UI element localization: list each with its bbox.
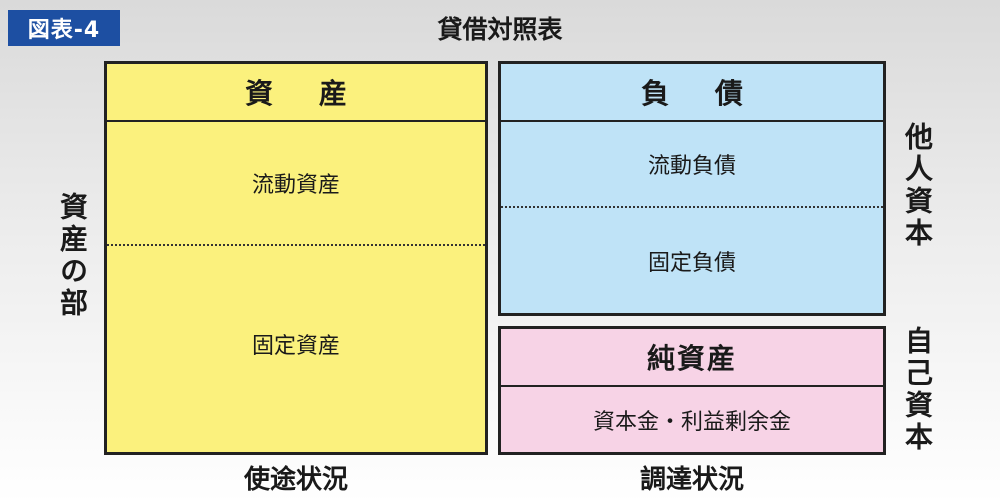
assets-section-label: 資産の部 (56, 192, 89, 320)
liabilities-divider (501, 206, 883, 208)
fixed-assets: 固定資産 (251, 334, 340, 359)
assets-divider (107, 244, 485, 246)
current-assets: 流動資産 (251, 173, 340, 198)
assets-box: 資 産 流動資産 固定資産 (104, 61, 488, 455)
figure-label: 図表-4 (8, 10, 120, 46)
other-capital-label: 他人資本 (901, 122, 934, 250)
equity-box: 純資産 資本金・利益剰余金 (498, 326, 886, 455)
fixed-liabilities: 固定負債 (647, 250, 736, 276)
assets-header: 資 産 (107, 64, 485, 122)
liabilities-box: 負 債 流動負債 固定負債 (498, 61, 886, 316)
equity-header: 純資産 (501, 329, 883, 387)
procurement-status-label: 調達状況 (639, 465, 744, 495)
equity-items: 資本金・利益剰余金 (592, 409, 791, 435)
usage-status-label: 使途状況 (243, 465, 348, 495)
current-liabilities: 流動負債 (647, 154, 736, 179)
diagram-title: 貸借対照表 (437, 15, 563, 44)
liabilities-header: 負 債 (501, 64, 883, 122)
own-capital-label: 自己資本 (901, 326, 934, 454)
